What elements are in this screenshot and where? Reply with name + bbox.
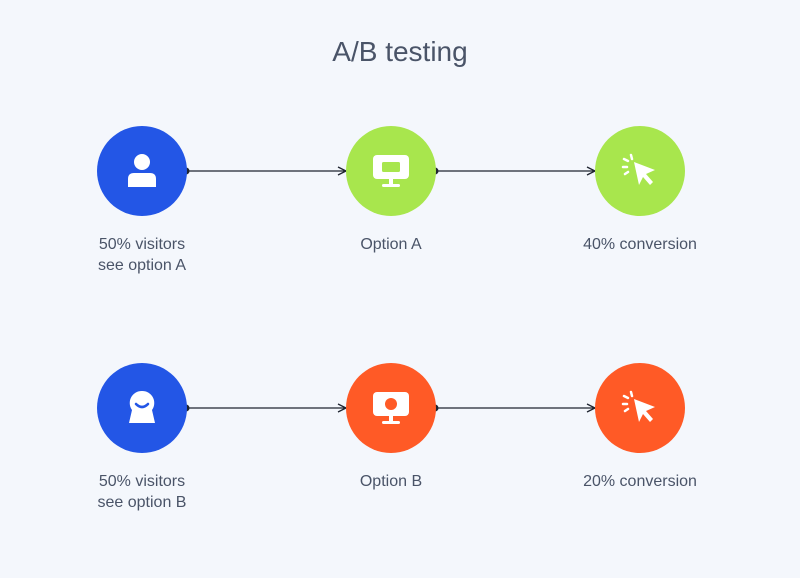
connector-b1: [182, 405, 347, 412]
connector-a1: [182, 168, 347, 175]
conversion-a-label: 40% conversion: [583, 236, 697, 253]
visitors-a-line-2: see option A: [97, 257, 187, 274]
visitors-b-label: 50% visitors see option B: [52, 471, 232, 513]
connector-b2: [431, 405, 596, 412]
visitors-a-node: [97, 126, 187, 216]
diagram-title: A/B testing: [332, 36, 468, 67]
visitors-b-node: [97, 363, 187, 453]
connector-a2: [431, 168, 596, 175]
conversion-b-node: [595, 363, 685, 453]
option-b-node: [346, 363, 436, 453]
option-b-label: Option B: [359, 473, 423, 490]
monitor-icon: [373, 155, 409, 187]
visitors-b-line-1: 50% visitors: [98, 473, 186, 490]
visitors-a-label: 50% visitors see option A: [52, 234, 232, 276]
conversion-b-label: 20% conversion: [583, 473, 697, 490]
cursor-click-icon: [621, 390, 655, 422]
smiling-user-icon: [129, 390, 155, 423]
conversion-a-node: [595, 126, 685, 216]
visitors-a-line-1: 50% visitors: [98, 236, 186, 253]
option-a-label: Option A: [360, 236, 422, 253]
option-a-node: [346, 126, 436, 216]
visitors-b-line-2: see option B: [97, 494, 187, 511]
user-icon: [128, 154, 156, 187]
monitor-record-icon: [373, 392, 409, 424]
cursor-click-icon: [621, 153, 655, 185]
